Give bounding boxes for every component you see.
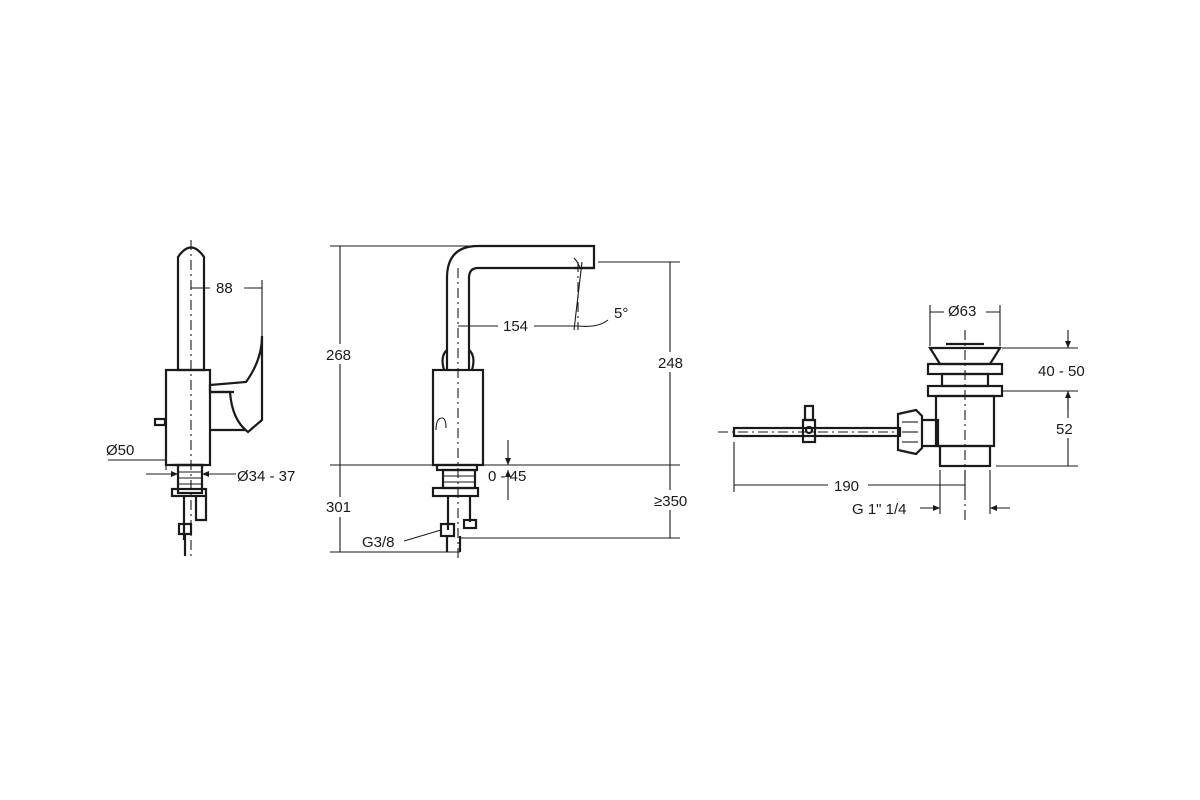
side-body bbox=[164, 368, 212, 467]
dim-plug-adjust: 40 - 50 bbox=[1038, 363, 1085, 380]
dim-deck-thickness: 0 - 45 bbox=[488, 468, 526, 485]
dim-plug-diameter: Ø63 bbox=[948, 303, 976, 320]
dim-hole-diameter: Ø34 - 37 bbox=[237, 468, 295, 485]
front-spout bbox=[445, 244, 596, 370]
dim-88: 88 bbox=[216, 280, 233, 297]
dim-301: 301 bbox=[326, 499, 351, 516]
dim-5-degrees: 5° bbox=[614, 305, 628, 322]
side-spout bbox=[176, 246, 206, 372]
waste-view: Ø63 40 - 50 52 190 G 1" 1/4 bbox=[718, 300, 1096, 520]
dim-154: 154 bbox=[503, 318, 528, 335]
side-handle bbox=[208, 335, 264, 434]
dim-hose-length: ≥350 bbox=[654, 493, 687, 510]
dim-waste-thread: G 1" 1/4 bbox=[852, 501, 907, 518]
waste-connector bbox=[896, 408, 924, 456]
dim-thread-g38: G3/8 bbox=[362, 534, 395, 551]
dim-diameter-50: Ø50 bbox=[106, 442, 134, 459]
dim-body-height: 52 bbox=[1056, 421, 1073, 438]
dim-268: 268 bbox=[326, 347, 351, 364]
side-shank bbox=[176, 463, 204, 495]
dim-248: 248 bbox=[658, 355, 683, 372]
dim-rod-length: 190 bbox=[834, 478, 859, 495]
front-view: 268 154 5° 248 301 0 - 45 ≥350 G3/8 bbox=[322, 244, 696, 560]
side-view: 88 Ø50 Ø34 - 37 bbox=[106, 240, 295, 560]
